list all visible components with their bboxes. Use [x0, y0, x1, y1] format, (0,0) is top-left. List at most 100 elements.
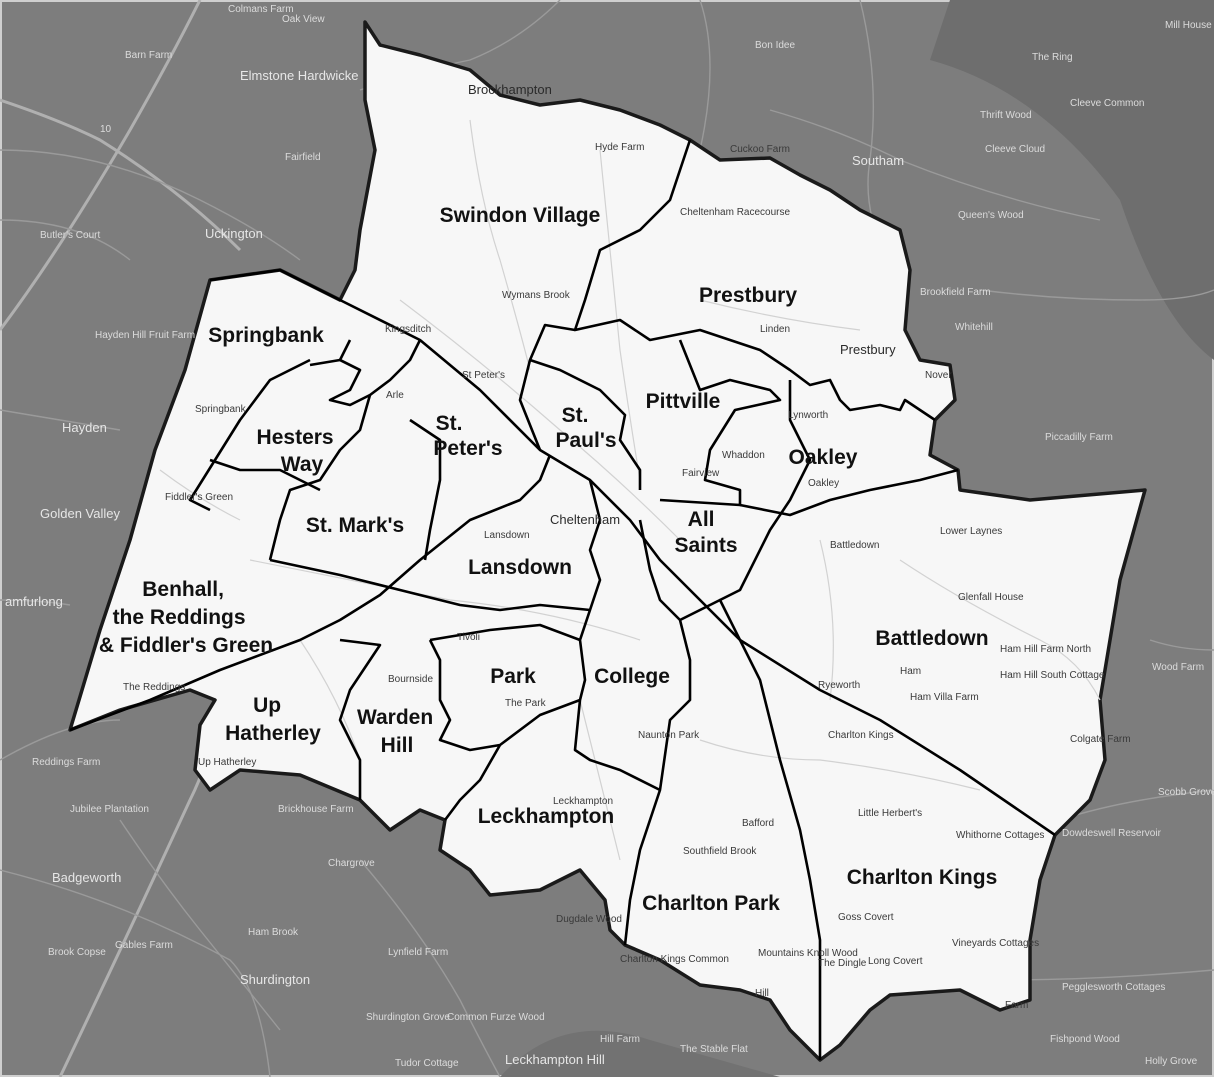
place-cleeve-cloud: Cleeve Cloud: [985, 144, 1045, 155]
place-peggleworth-cottages: Pegglesworth Cottages: [1062, 982, 1165, 993]
place-fairview: Fairview: [682, 468, 720, 479]
place-tivoli: Tivoli: [457, 632, 480, 643]
place-southam: Southam: [852, 153, 904, 168]
place-lower-laynes: Lower Laynes: [940, 526, 1002, 537]
place-the-reddings: The Reddings: [123, 682, 185, 693]
place-hayden-hill: Hayden Hill Fruit Farm: [95, 330, 195, 341]
ward-labels: Swindon Village Prestbury Springbank Pit…: [99, 204, 997, 915]
place-mill-house: Mill House: [1165, 20, 1212, 31]
place-hayden: Hayden: [62, 420, 107, 435]
place-colmans-farm: Colmans Farm: [228, 4, 294, 15]
place-cheltenham-racecourse: Cheltenham Racecourse: [680, 207, 790, 218]
place-hyde-farm: Hyde Farm: [595, 142, 644, 153]
ward-label-all-saints: All Saints: [674, 508, 737, 557]
place-scobb-grove: Scobb Grove: [1158, 787, 1214, 798]
ward-label-hesters-way: Hesters Way: [257, 426, 340, 476]
place-long-covert: Long Covert: [868, 956, 923, 967]
place-shurdington: Shurdington: [240, 972, 310, 987]
place-ham-brook: Ham Brook: [248, 927, 299, 938]
place-bournside: Bournside: [388, 674, 433, 685]
place-golden-valley: Golden Valley: [40, 506, 120, 521]
place-uckington: Uckington: [205, 226, 263, 241]
place-springbank-place: Springbank: [195, 404, 247, 415]
ward-label-charlton-park: Charlton Park: [642, 892, 780, 915]
town-streets: [159, 119, 1101, 861]
ward-label-charlton-kings: Charlton Kings: [847, 866, 998, 889]
place-goss-covert: Goss Covert: [838, 912, 894, 923]
ward-label-up-hatherley: Up Hatherley: [225, 694, 321, 745]
place-charlton-kings-place: Charlton Kings: [828, 730, 894, 741]
ward-label-leckhampton: Leckhampton: [478, 805, 615, 828]
place-up-hatherley-place: Up Hatherley: [198, 757, 256, 768]
place-hill-farm: Hill Farm: [600, 1034, 640, 1045]
place-naunton-park: Naunton Park: [638, 730, 700, 741]
ward-label-warden-hill: Warden Hill: [357, 706, 439, 757]
place-barn-farm: Barn Farm: [125, 50, 172, 61]
place-common-furze-wood: Common Furze Wood: [447, 1012, 545, 1023]
place-cheltenham: Cheltenham: [550, 512, 620, 527]
place-cuckoo-farm: Cuckoo Farm: [730, 144, 790, 155]
place-lynworth: Lynworth: [788, 410, 828, 421]
place-linden: Linden: [760, 324, 790, 335]
place-bon-idee: Bon Idee: [755, 40, 795, 51]
place-leckhampton-hill: Leckhampton Hill: [505, 1052, 605, 1067]
place-thrift-wood: Thrift Wood: [980, 110, 1032, 121]
place-holly-grove: Holly Grove: [1145, 1056, 1198, 1067]
ward-label-pittville: Pittville: [646, 390, 721, 413]
place-ryeworth: Ryeworth: [818, 680, 860, 691]
place-reddings-farm: Reddings Farm: [32, 757, 100, 768]
place-lansdown-place: Lansdown: [484, 530, 530, 541]
ward-label-battledown: Battledown: [875, 627, 988, 650]
place-fishpond-wood: Fishpond Wood: [1050, 1034, 1120, 1045]
place-ham-hill-south-cottage: Ham Hill South Cottage: [1000, 670, 1105, 681]
place-vineyards-cottages: Vineyards Cottages: [952, 938, 1039, 949]
ward-label-benhall: Benhall, the Reddings & Fiddler's Green: [99, 578, 273, 657]
place-chargrove: Chargrove: [328, 858, 375, 869]
place-brickhouse-farm: Brickhouse Farm: [278, 804, 354, 815]
ward-label-swindon-village: Swindon Village: [440, 204, 601, 227]
ward-label-prestbury: Prestbury: [699, 284, 797, 307]
place-brockhampton: Brockhampton: [468, 82, 552, 97]
place-piccadilly-farm: Piccadilly Farm: [1045, 432, 1113, 443]
place-noverton: Nover: [925, 370, 952, 381]
place-queens-wood: Queen's Wood: [958, 210, 1024, 221]
place-leckhampton-place: Leckhampton: [553, 796, 613, 807]
place-lynfield-farm: Lynfield Farm: [388, 947, 448, 958]
place-ham-hill-farm-north: Ham Hill Farm North: [1000, 644, 1091, 655]
place-wood-farm: Wood Farm: [1152, 662, 1204, 673]
place-southfield-brook: Southfield Brook: [683, 846, 757, 857]
place-brook-copse: Brook Copse: [48, 947, 106, 958]
place-bafford: Bafford: [742, 818, 774, 829]
place-oakley-place: Oakley: [808, 478, 839, 489]
place-brookfield-farm: Brookfield Farm: [920, 287, 991, 298]
place-prestbury-village: Prestbury: [840, 342, 896, 357]
ward-label-st-marks: St. Mark's: [306, 514, 404, 537]
place-colgate-farm: Colgate Farm: [1070, 734, 1131, 745]
ward-label-st-pauls: St. Paul's: [555, 404, 616, 452]
ward-boundaries: [69, 139, 1056, 1060]
place-ham: Ham: [900, 666, 921, 677]
place-glenfall-house: Glenfall House: [958, 592, 1024, 603]
place-oak-view: Oak View: [282, 14, 325, 25]
place-whaddon: Whaddon: [722, 450, 765, 461]
place-the-dingle: The Dingle: [818, 958, 867, 969]
place-ham-villa-farm: Ham Villa Farm: [910, 692, 979, 703]
place-kingsditch: Kingsditch: [385, 324, 431, 335]
place-dowdeswell-reservoir: Dowdeswell Reservoir: [1062, 828, 1162, 839]
hill-shading-south: [500, 1030, 780, 1077]
place-hill: Hill: [755, 988, 769, 999]
ward-label-college: College: [594, 665, 670, 688]
place-farm: Farm: [1005, 1000, 1028, 1011]
place-elmstone-hardwicke: Elmstone Hardwicke: [240, 68, 359, 83]
ward-label-springbank: Springbank: [208, 324, 324, 347]
ward-label-oakley: Oakley: [789, 446, 858, 469]
place-cleeve-common: Cleeve Common: [1070, 98, 1144, 109]
place-whitehill: Whitehill: [955, 322, 993, 333]
place-mountains-knoll-wood: Mountains Knoll Wood: [758, 948, 858, 959]
ward-label-park: Park: [490, 665, 536, 688]
place-whithorne-cottages: Whithorne Cottages: [956, 830, 1044, 841]
place-gables-farm: Gables Farm: [115, 940, 173, 951]
place-butlers-court: Butler's Court: [40, 230, 100, 241]
